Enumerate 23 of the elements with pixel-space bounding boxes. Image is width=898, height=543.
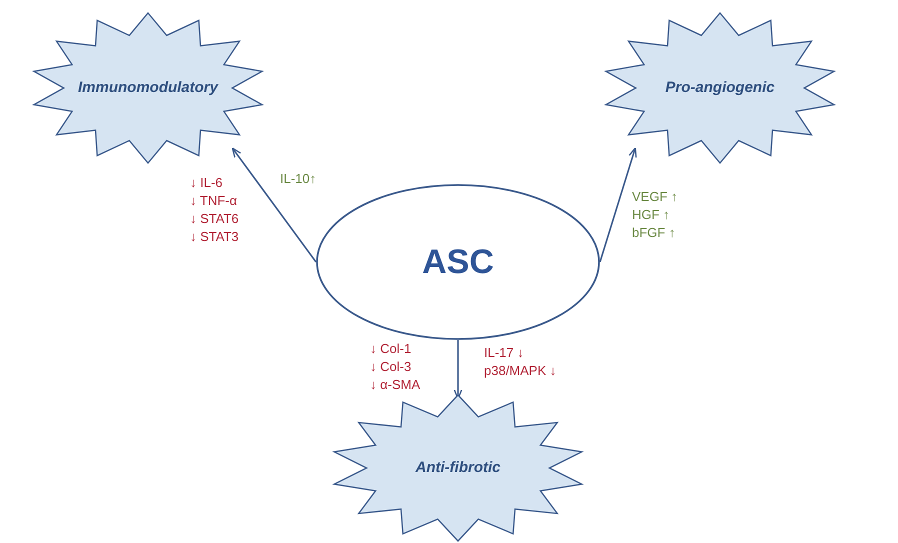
starburst-node (604, 12, 836, 164)
marker-label: ↓ IL-6 (190, 176, 223, 189)
starburst-node (32, 12, 264, 164)
ellipse-node (316, 184, 600, 340)
marker-label: ↓ α-SMA (370, 378, 420, 391)
node-title: ASC (422, 242, 494, 282)
marker-label: ↓ STAT6 (190, 212, 239, 225)
marker-label: bFGF ↑ (632, 226, 676, 239)
marker-label: VEGF ↑ (632, 190, 678, 203)
marker-label: IL-10↑ (280, 172, 316, 185)
node-label: Immunomodulatory (78, 78, 218, 98)
node-label: Anti-fibrotic (416, 458, 500, 478)
marker-label: IL-17 ↓ (484, 346, 524, 359)
starburst-node (332, 394, 584, 542)
marker-label: ↓ STAT3 (190, 230, 239, 243)
node-label: Pro-angiogenic (665, 78, 775, 98)
marker-label: ↓ TNF-α (190, 194, 237, 207)
marker-label: HGF ↑ (632, 208, 670, 221)
marker-label: ↓ Col-3 (370, 360, 412, 373)
arrow (232, 147, 317, 262)
marker-label: p38/MAPK ↓ (484, 364, 556, 377)
arrow (599, 147, 637, 262)
marker-label: ↓ Col-1 (370, 342, 412, 355)
